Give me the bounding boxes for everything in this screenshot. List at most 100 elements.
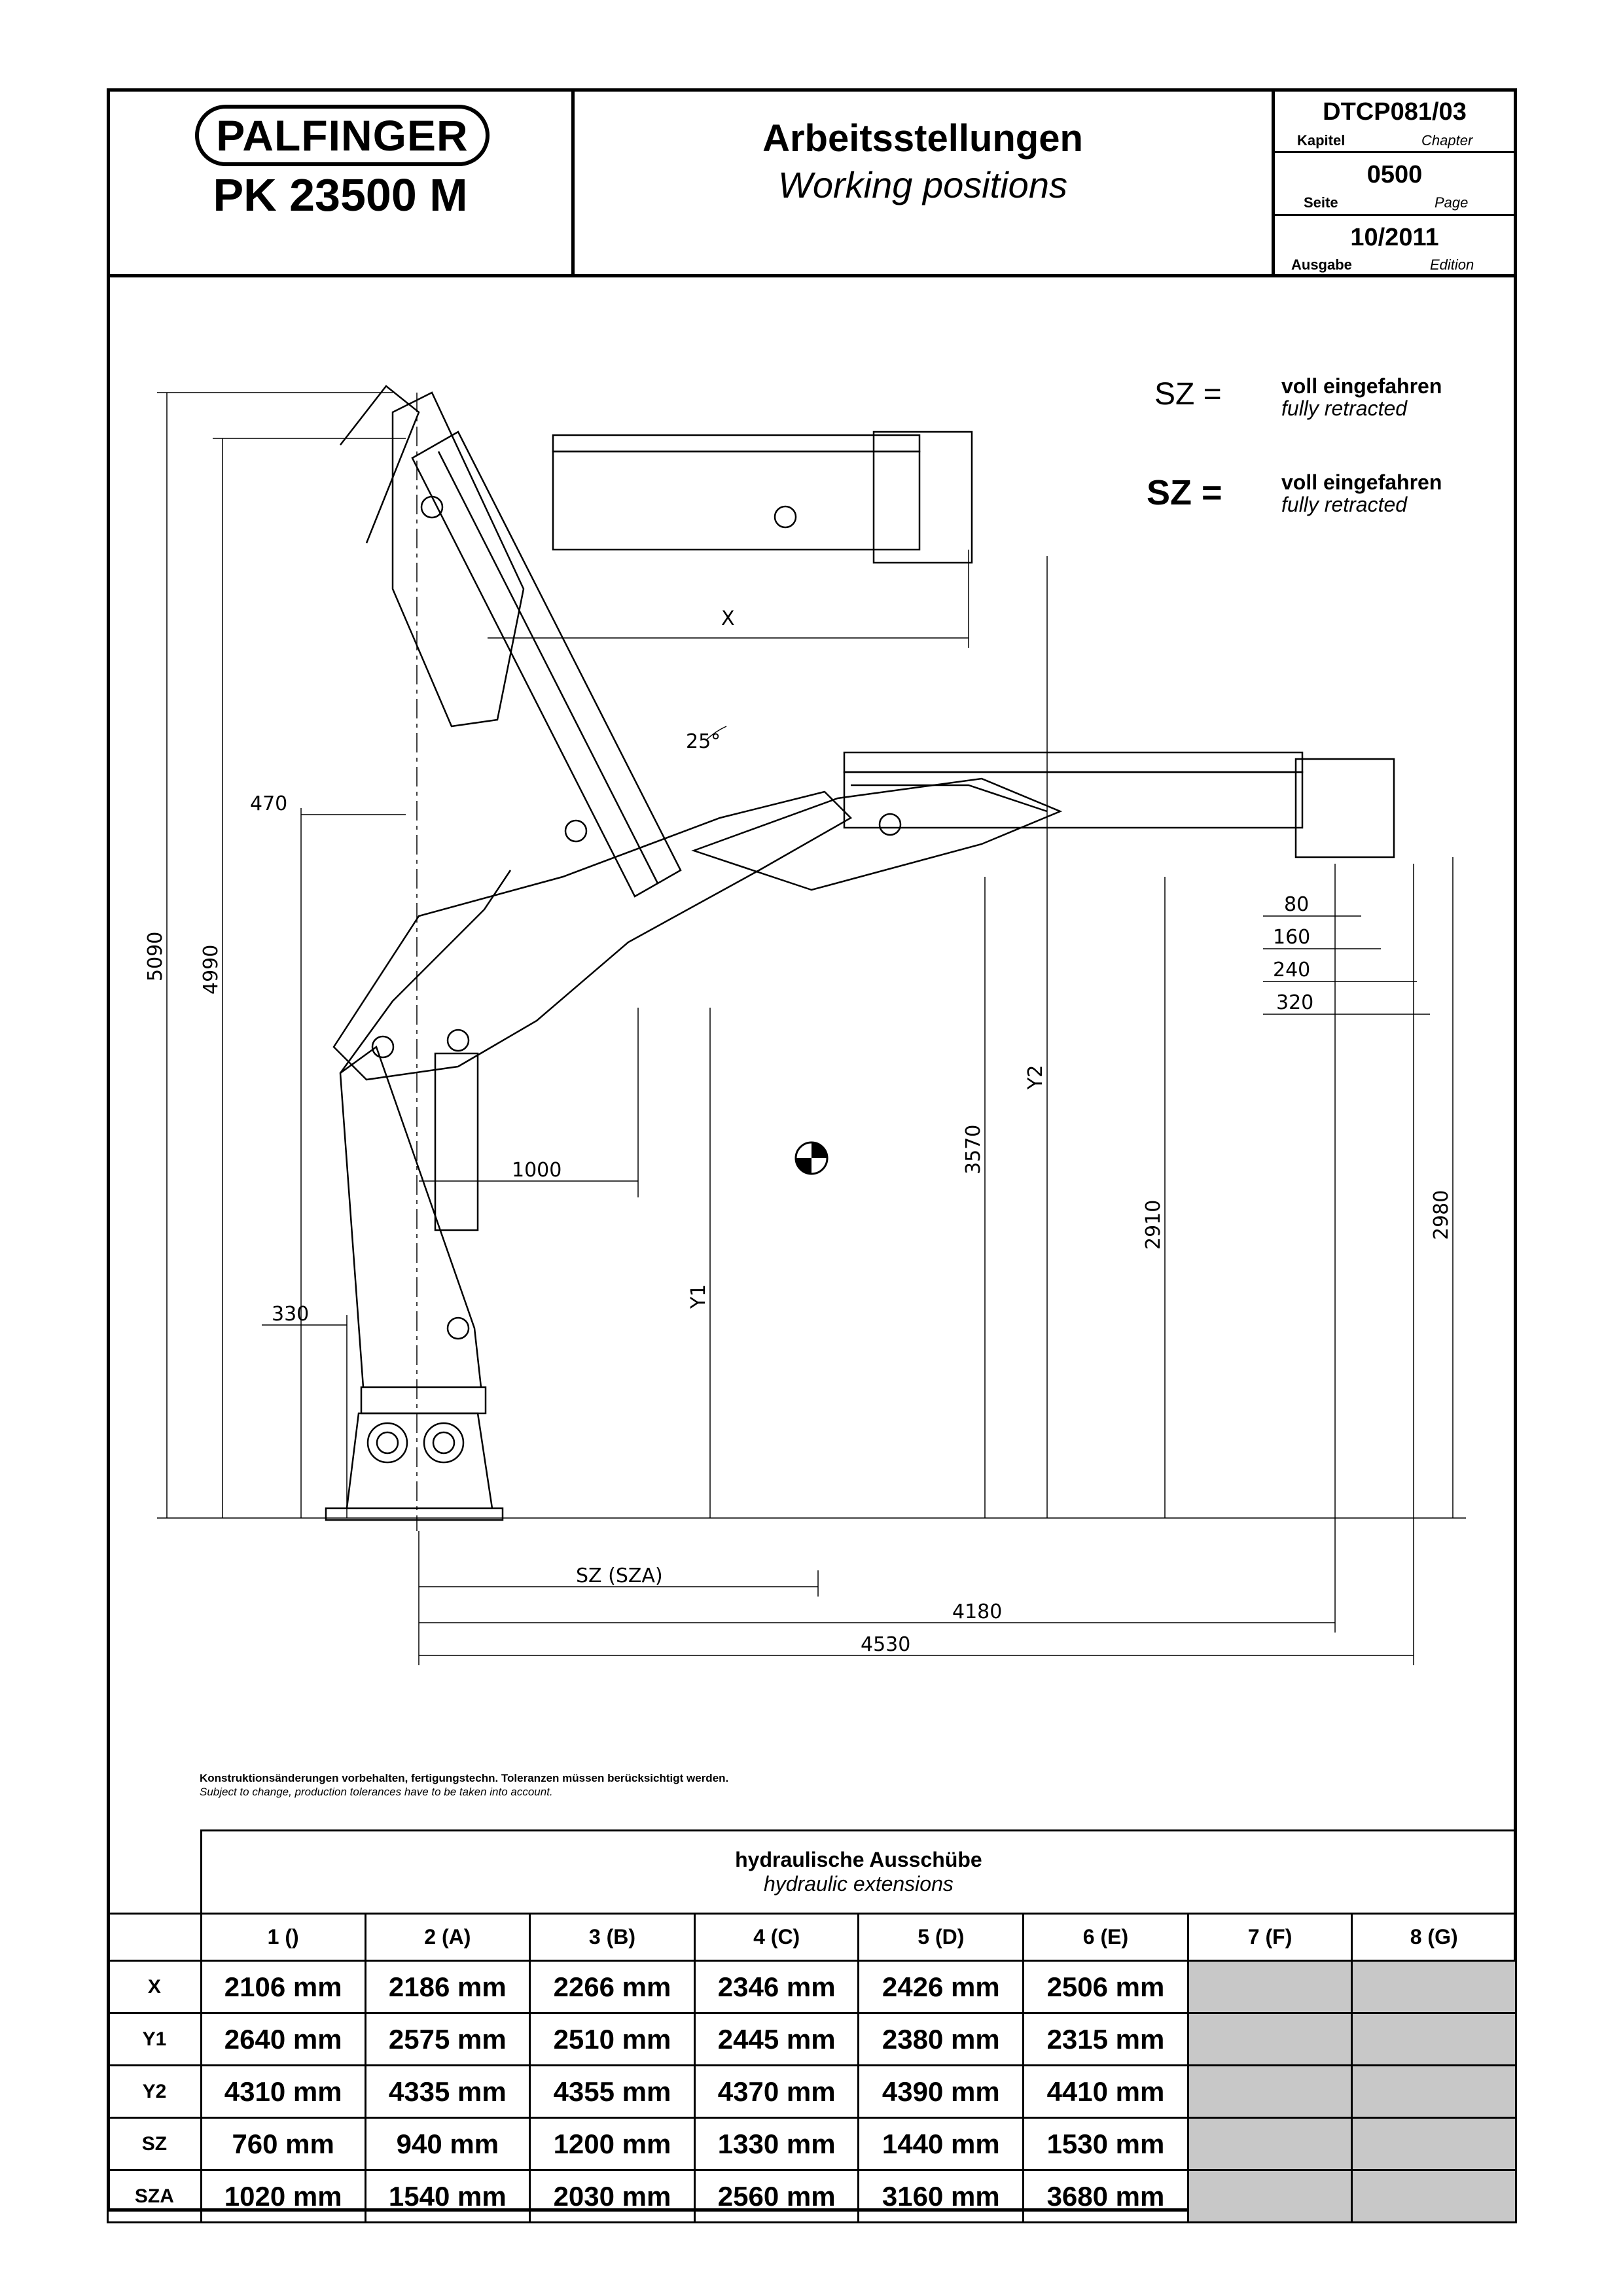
base-flange-right [423, 1422, 465, 1464]
table-cell: 2445 mm [693, 2012, 860, 2066]
dim-x: X [721, 607, 735, 630]
table-cell: 2315 mm [1022, 2012, 1189, 2066]
dim-470: 470 [250, 792, 287, 815]
folding-arm-lower [691, 777, 1063, 891]
table-title: hydraulische Ausschübe hydraulic extensi… [200, 1829, 1518, 1915]
extensions-table: hydraulische Ausschübe hydraulic extensi… [107, 1829, 1518, 2223]
table-cell-empty [1186, 2064, 1353, 2119]
table-cell: 1200 mm [529, 2117, 696, 2171]
slewing-ring [360, 1386, 487, 1415]
table-cell: 4370 mm [693, 2064, 860, 2119]
header-divider-2 [1272, 88, 1275, 277]
header-divider-1 [571, 88, 575, 277]
row-label: SZA [107, 2169, 202, 2223]
extension-boom-lower [843, 771, 1304, 829]
row-label: Y1 [107, 2012, 202, 2066]
page-label-de: Seite [1304, 194, 1338, 211]
dim-160: 160 [1273, 926, 1310, 949]
column-header: 7 (F) [1186, 1913, 1353, 1962]
table-cell: 1530 mm [1022, 2117, 1189, 2171]
table-cell: 4410 mm [1022, 2064, 1189, 2119]
table-cell-empty [1351, 2169, 1517, 2223]
dim-320: 320 [1276, 991, 1313, 1014]
table-row: SZA 1020 mm 1540 mm 2030 mm 2560 mm 3160… [107, 2169, 1517, 2223]
row-label: SZ [107, 2117, 202, 2171]
table-cell: 2575 mm [364, 2012, 531, 2066]
outer-boom [391, 391, 525, 728]
note-english: Subject to change, production tolerances… [200, 1786, 553, 1798]
legend-sz-bold-symbol: SZ = [1147, 473, 1222, 512]
dim-1000: 1000 [512, 1159, 562, 1182]
centre-of-gravity-icon [794, 1141, 829, 1175]
table-cell: 1540 mm [364, 2169, 531, 2223]
header-box-line-1 [1272, 151, 1517, 153]
page-value: 0500 [1366, 161, 1423, 188]
dim-2980: 2980 [1430, 1190, 1453, 1240]
edition-value: 10/2011 [1350, 224, 1439, 251]
table-row: Y2 4310 mm 4335 mm 4355 mm 4370 mm 4390 … [107, 2064, 1517, 2119]
table-cell-empty [1186, 2012, 1353, 2066]
boom-tip-lower [1294, 758, 1395, 858]
table-cell-empty [1351, 2012, 1517, 2066]
dim-4180: 4180 [952, 1600, 1002, 1623]
table-title-de: hydraulische Ausschübe [735, 1848, 982, 1871]
column-header: 2 (A) [364, 1913, 531, 1962]
table-row: Y1 2640 mm 2575 mm 2510 mm 2445 mm 2380 … [107, 2012, 1517, 2066]
chapter-value: DTCP081/03 [1323, 98, 1467, 126]
dim-2910: 2910 [1142, 1200, 1165, 1250]
table-cell: 1440 mm [857, 2117, 1025, 2171]
table-cell: 1020 mm [200, 2169, 366, 2223]
table-cell: 2346 mm [693, 1960, 860, 2014]
base-flange-left [366, 1422, 408, 1464]
dim-80: 80 [1284, 893, 1309, 916]
brand-logo: PALFINGER [195, 105, 490, 166]
dimension-lines [157, 392, 1466, 1665]
table-cell: 2186 mm [364, 1960, 531, 2014]
table-cell: 940 mm [364, 2117, 531, 2171]
crane-outline [325, 385, 1395, 1521]
note-german: Konstruktionsänderungen vorbehalten, fer… [200, 1772, 729, 1784]
table-cell-empty [1186, 1960, 1353, 2014]
table-cell: 4390 mm [857, 2064, 1025, 2119]
boom-tip-upper [872, 431, 973, 564]
table-cell: 2106 mm [200, 1960, 366, 2014]
table-cell: 4335 mm [364, 2064, 531, 2119]
main-boom [332, 790, 853, 1081]
table-corner [107, 1830, 202, 1915]
extension-boom-upper [552, 450, 921, 551]
legend-sz-de: voll eingefahren [1281, 374, 1442, 398]
row-label: Y2 [107, 2064, 202, 2119]
table-cell-empty [1351, 1960, 1517, 2014]
dim-4990: 4990 [200, 945, 223, 995]
base-plate [325, 1507, 504, 1521]
dim-240: 240 [1273, 959, 1310, 981]
column-header: 6 (E) [1022, 1913, 1189, 1962]
dim-5090: 5090 [144, 932, 167, 981]
column-header: 3 (B) [529, 1913, 696, 1962]
dim-y1: Y1 [687, 1284, 710, 1309]
dim-angle-25: 25° [686, 730, 721, 753]
dim-330: 330 [272, 1303, 309, 1326]
dim-4530: 4530 [861, 1633, 910, 1656]
table-cell: 4355 mm [529, 2064, 696, 2119]
dim-3570: 3570 [962, 1125, 985, 1174]
table-cell: 4310 mm [200, 2064, 366, 2119]
header-box-line-2 [1272, 214, 1517, 216]
inner-boom [411, 431, 682, 898]
legend-sz-bold-en: fully retracted [1281, 493, 1408, 516]
table-cell: 3160 mm [857, 2169, 1025, 2223]
crane-drawing: 5090 4990 470 330 1000 X Y1 Y2 3570 2910… [144, 385, 1466, 1665]
table-cell: 2510 mm [529, 2012, 696, 2066]
page-label-en: Page [1435, 194, 1469, 211]
column-header: 8 (G) [1351, 1913, 1517, 1962]
lift-cylinder [434, 1052, 479, 1231]
table-cell-empty [1186, 2169, 1353, 2223]
table-corner-2 [107, 1913, 202, 1962]
chapter-label-en: Chapter [1421, 132, 1473, 149]
table-cell: 2266 mm [529, 1960, 696, 2014]
dim-y2: Y2 [1024, 1065, 1047, 1090]
table-cell: 2426 mm [857, 1960, 1025, 2014]
table-row: SZ 760 mm 940 mm 1200 mm 1330 mm 1440 mm… [107, 2117, 1517, 2171]
table-cell-empty [1351, 2117, 1517, 2171]
base-housing [346, 1412, 493, 1509]
